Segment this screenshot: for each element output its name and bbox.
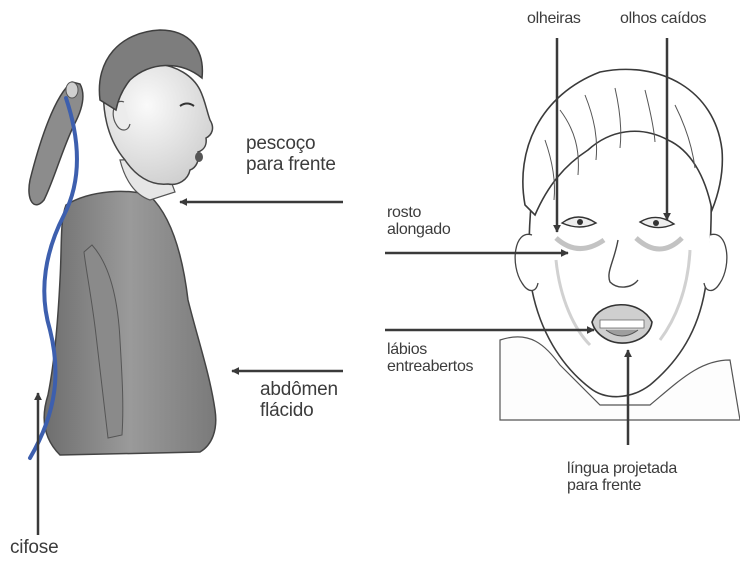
- boy-teeth: [600, 320, 644, 328]
- label-parted-lips: lábios entreabertos: [387, 341, 473, 376]
- girl-torso: [44, 191, 216, 455]
- label-dark-circles: olheiras: [527, 10, 581, 27]
- label-flaccid-abdomen: abdômen flácido: [260, 380, 338, 421]
- label-projected-tongue: língua projetada para frente: [567, 460, 677, 495]
- girl-mouth: [195, 152, 203, 162]
- boy-face-figure: [500, 69, 740, 420]
- girl-profile-figure: [29, 30, 216, 458]
- label-droopy-eyes: olhos caídos: [620, 10, 706, 27]
- label-neck-forward: pescoço para frente: [246, 134, 336, 175]
- label-kyphosis: cifose: [10, 538, 58, 559]
- label-long-face: rosto alongado: [387, 204, 450, 239]
- girl-hair-tie: [66, 82, 78, 98]
